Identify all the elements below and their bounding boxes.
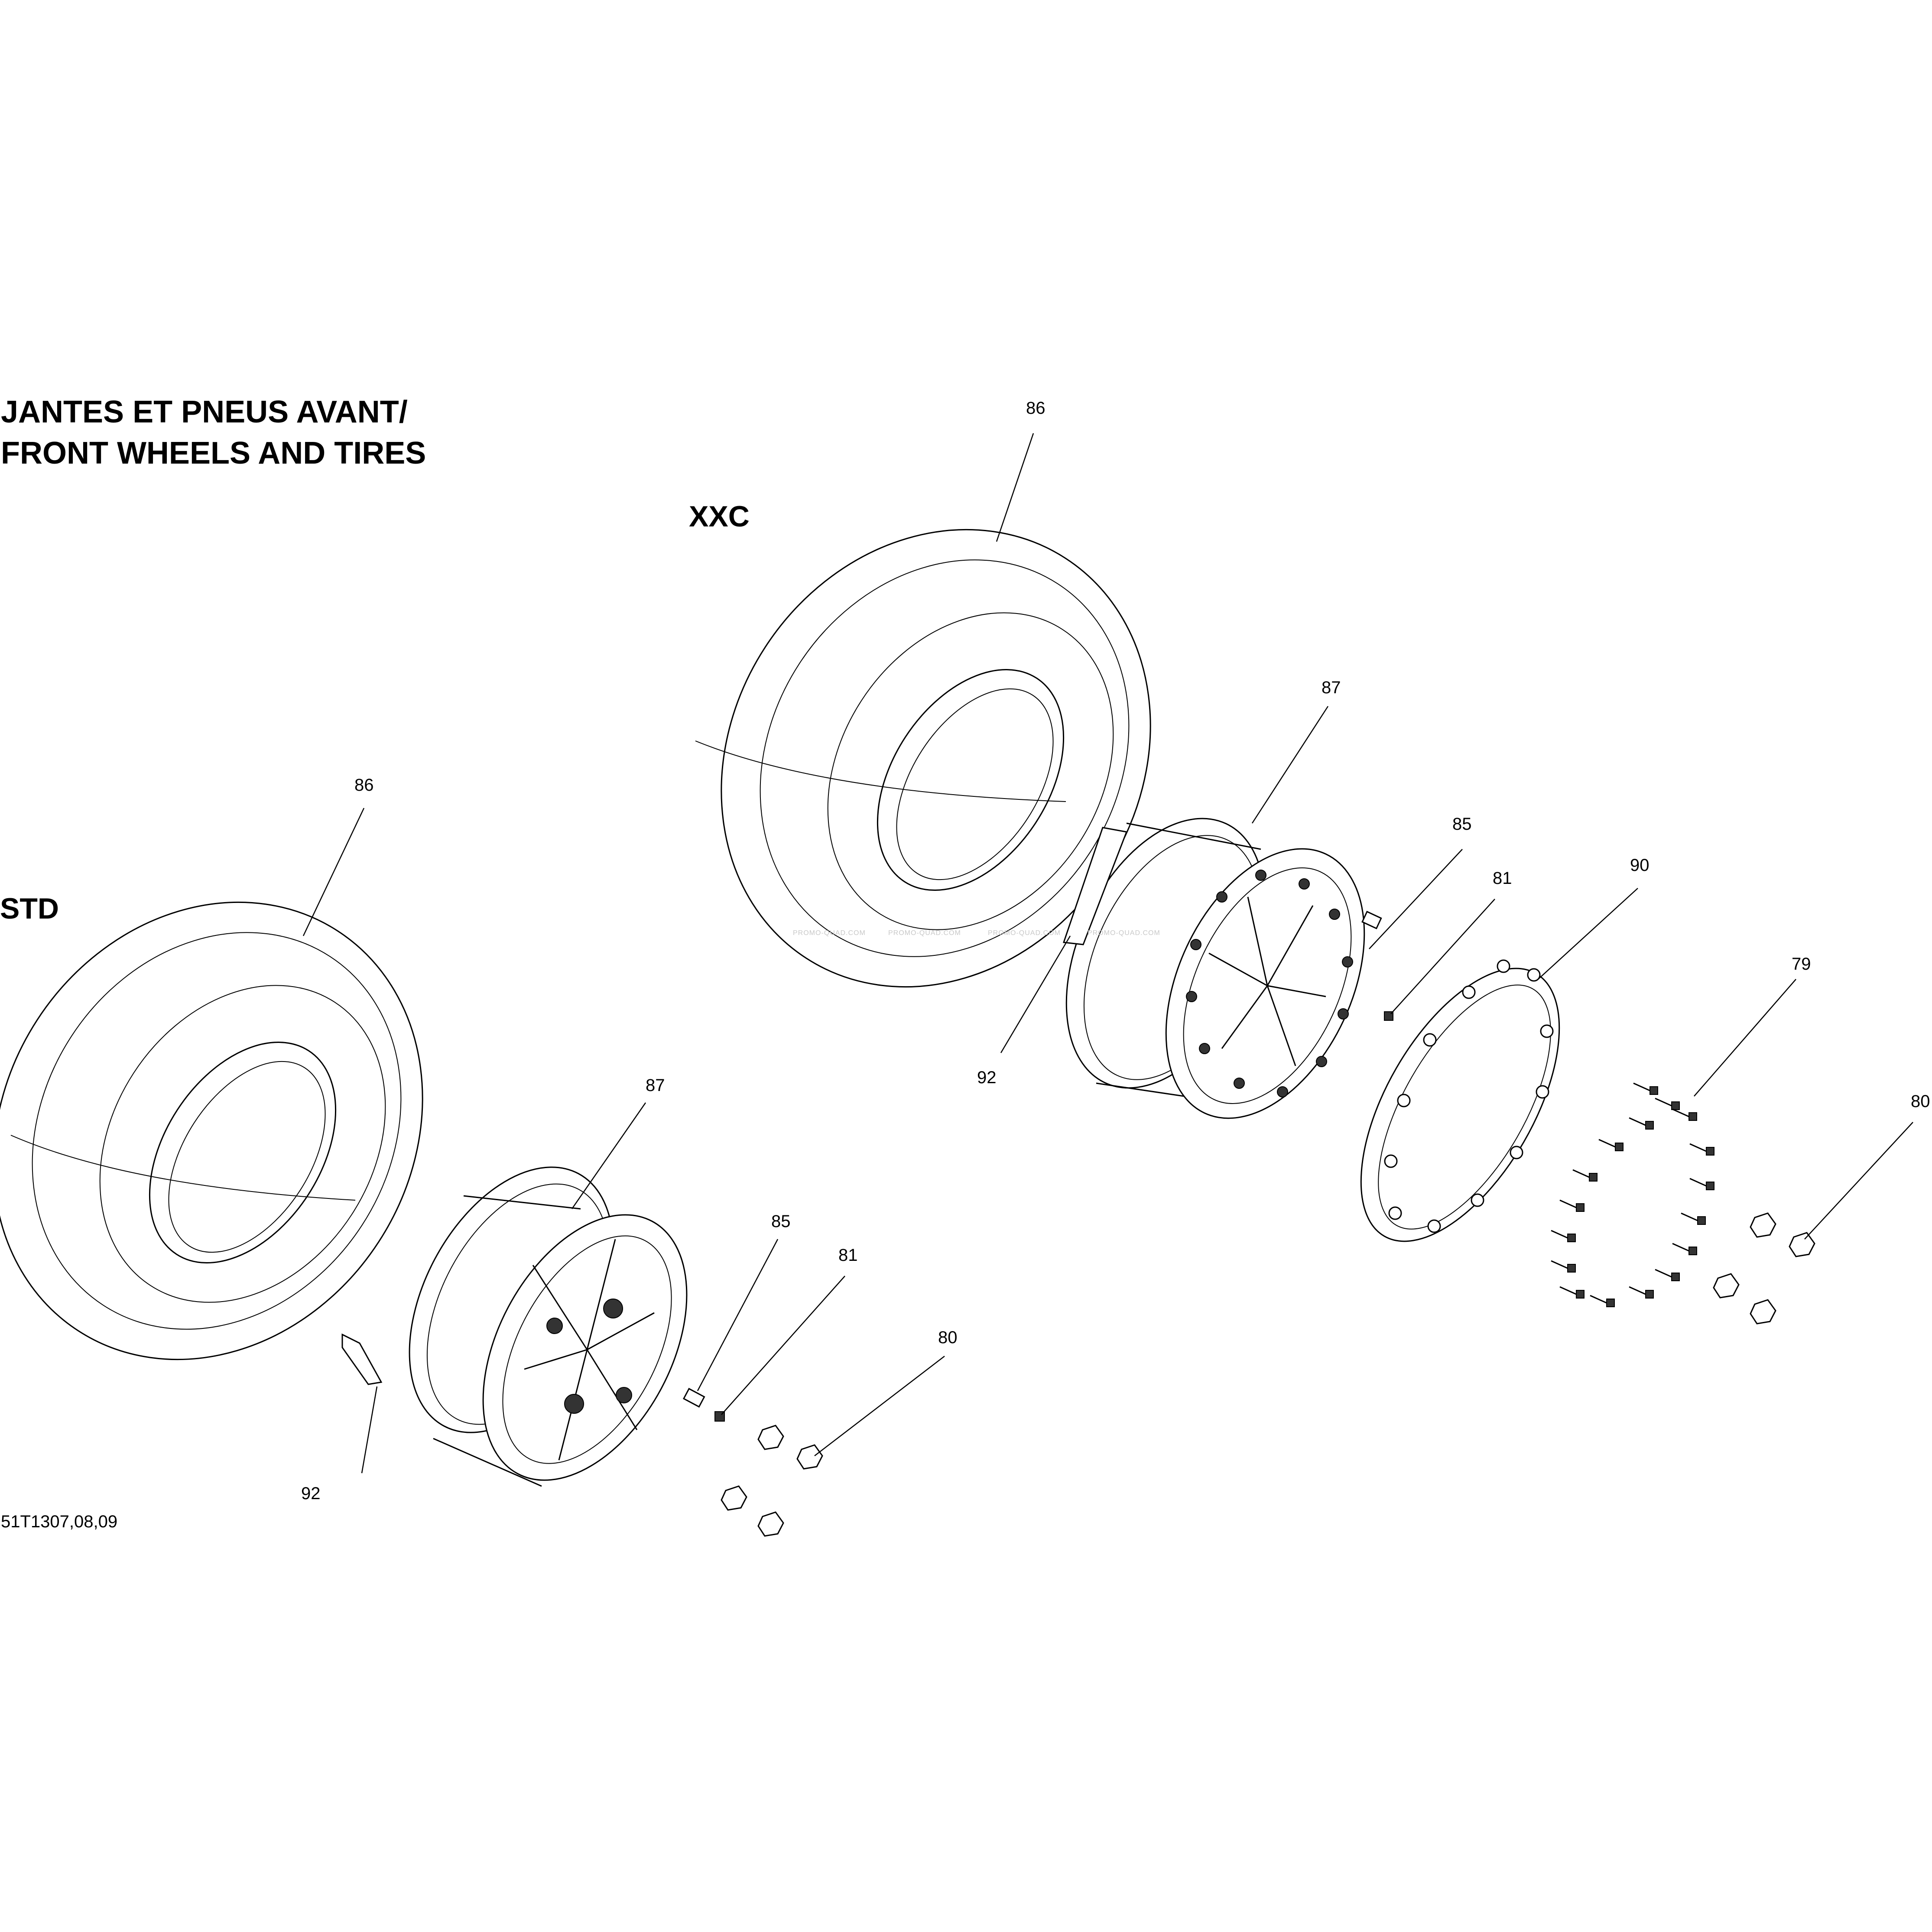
- watermark: PROMO-QUAD.COM: [1088, 929, 1160, 937]
- std-wheel-weight: [341, 1333, 383, 1385]
- watermark: PROMO-QUAD.COM: [988, 929, 1061, 937]
- xxc-rim: [1065, 818, 1365, 1119]
- xxc-rim-spokes: [1208, 896, 1326, 1066]
- callout-xxc-weight: 92: [977, 1068, 997, 1087]
- reference-number: 51T1307,08,09: [1, 1512, 117, 1531]
- watermark-strip: PROMO-QUAD.COM PROMO-QUAD.COM PROMO-QUAD…: [793, 929, 1160, 937]
- xxc-tire: [695, 529, 1151, 988]
- variant-label-std: STD: [0, 892, 59, 925]
- xxc-wheel-weight: [1062, 827, 1128, 945]
- std-lug-nuts: [721, 1425, 823, 1537]
- watermark: PROMO-QUAD.COM: [888, 929, 961, 937]
- callout-xxc-ring-screw: 79: [1792, 955, 1811, 974]
- diagram-title-en: FRONT WHEELS AND TIRES: [1, 436, 426, 471]
- xxc-rim-bolt-holes: [1186, 870, 1353, 1098]
- callout-std-tire: 86: [354, 776, 374, 795]
- leader-lines: [302, 433, 1913, 1474]
- xxc-ring-screws: [1551, 1082, 1714, 1307]
- xxc-valve-stem: [1361, 911, 1382, 929]
- callout-xxc-tire: 86: [1026, 399, 1046, 418]
- xxc-lug-nuts: [1713, 1212, 1815, 1325]
- callout-xxc-valve-cap: 81: [1493, 869, 1512, 888]
- callout-xxc-rim: 87: [1322, 678, 1341, 697]
- variant-label-xxc: XXC: [689, 500, 750, 533]
- callout-xxc-valve: 85: [1452, 815, 1472, 834]
- callout-std-valve: 85: [771, 1212, 791, 1231]
- xxc-beadlock-ring: [1360, 959, 1560, 1242]
- watermark: PROMO-QUAD.COM: [793, 929, 866, 937]
- callout-std-lug-nut: 80: [938, 1328, 958, 1347]
- std-rim: [409, 1166, 688, 1487]
- std-tire: [0, 901, 423, 1361]
- callout-std-rim: 87: [646, 1076, 665, 1095]
- callout-xxc-beadlock-ring: 90: [1630, 856, 1650, 875]
- callout-std-valve-cap: 81: [838, 1246, 858, 1265]
- std-valve-stem: [682, 1388, 705, 1408]
- diagram-title-fr: JANTES ET PNEUS AVANT/: [1, 395, 408, 429]
- callout-xxc-lug-nut: 80: [1911, 1092, 1930, 1111]
- callout-std-weight: 92: [301, 1484, 321, 1503]
